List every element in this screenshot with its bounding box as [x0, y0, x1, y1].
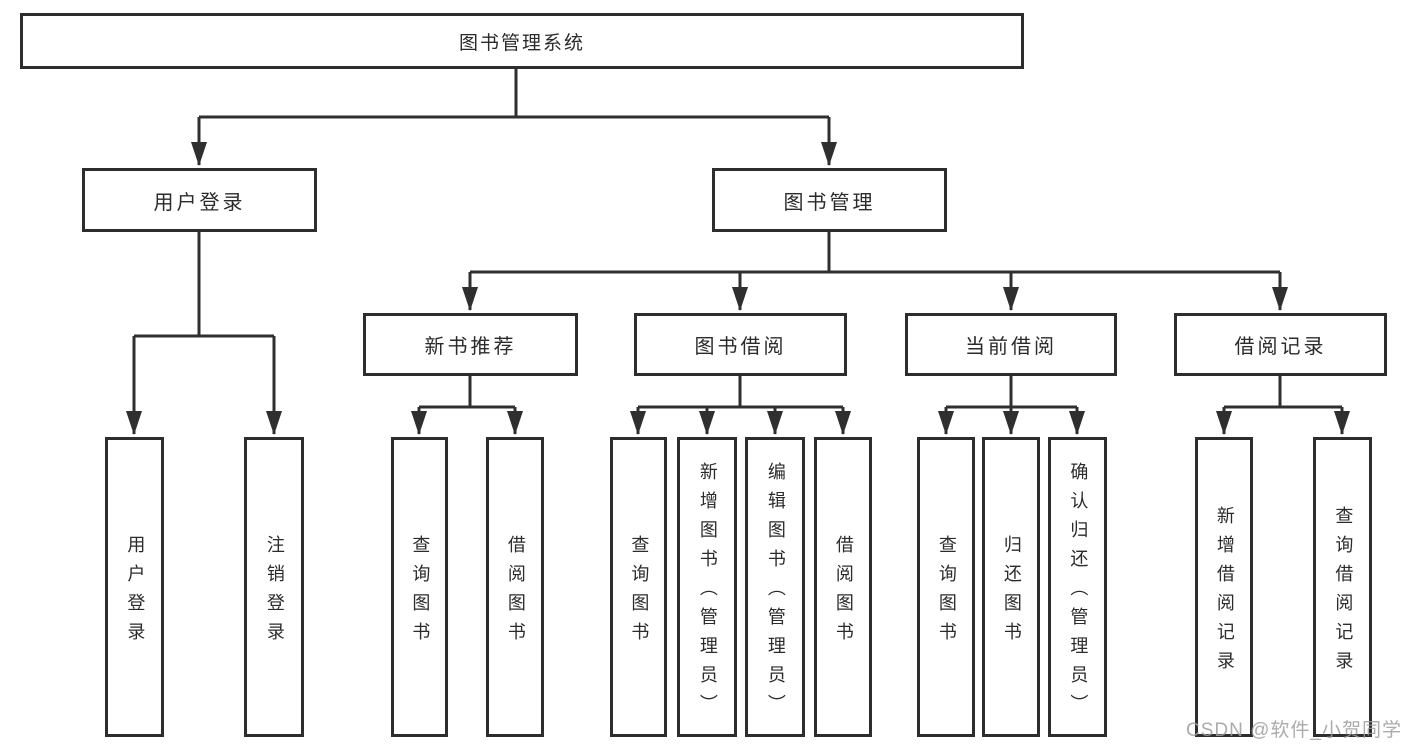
leaf-add-borrow-record: 新增借阅记录 [1195, 437, 1253, 737]
leaf-query-borrow-record: 查询借阅记录 [1313, 437, 1372, 737]
connector-book-mgmt-to-level3 [462, 232, 1288, 311]
connector-root-to-level2 [191, 69, 837, 166]
node-label: 注销登录 [264, 534, 285, 651]
watermark-csdn: CSDN @软件_小贺同学 [1186, 720, 1402, 741]
node-label: 新增图书（管理员） [697, 462, 718, 723]
node-label: 用户登录 [153, 191, 246, 214]
node-new-book-recommendation: 新书推荐 [363, 313, 578, 376]
leaf-borrow-books-newbook: 借阅图书 [486, 437, 544, 737]
node-label: 确认归还（管理员） [1068, 462, 1089, 723]
node-book-management: 图书管理 [712, 168, 947, 232]
node-label: 新书推荐 [424, 336, 517, 358]
node-label: 查询图书 [936, 534, 957, 651]
leaf-return-books: 归还图书 [982, 437, 1040, 737]
node-label: 图书管理系统 [458, 32, 585, 54]
node-label: 当前借阅 [965, 336, 1057, 358]
leaf-query-books-newbook: 查询图书 [391, 437, 448, 737]
leaf-query-books-borrowing: 查询图书 [610, 437, 667, 737]
node-label: 图书借阅 [694, 336, 787, 358]
connector-current-borrow-children [938, 376, 1085, 435]
node-label: 编辑图书（管理员） [765, 462, 786, 723]
node-label: 借阅图书 [505, 534, 526, 651]
node-book-borrowing: 图书借阅 [634, 313, 847, 376]
node-label: 借阅图书 [833, 534, 854, 651]
node-borrowing-records: 借阅记录 [1174, 313, 1387, 376]
leaf-logout-login: 注销登录 [244, 437, 304, 737]
node-label: 查询图书 [410, 534, 431, 651]
node-user-login: 用户登录 [82, 168, 317, 232]
node-label: 用户登录 [125, 534, 146, 651]
connector-user-login-children [126, 232, 282, 435]
node-label: 图书管理 [783, 191, 876, 214]
node-current-borrowing: 当前借阅 [905, 313, 1117, 376]
leaf-user-login: 用户登录 [105, 437, 164, 737]
node-label: 归还图书 [1001, 534, 1022, 651]
node-library-system: 图书管理系统 [20, 13, 1024, 69]
leaf-borrow-books-borrowing: 借阅图书 [814, 437, 872, 737]
node-label: 查询借阅记录 [1333, 505, 1354, 680]
leaf-edit-books-admin: 编辑图书（管理员） [745, 437, 805, 737]
node-label: 新增借阅记录 [1214, 505, 1235, 680]
connector-book-borrow-children [630, 376, 851, 435]
node-label: 借阅记录 [1234, 336, 1327, 358]
leaf-confirm-return-admin: 确认归还（管理员） [1048, 437, 1107, 737]
leaf-add-books-admin: 新增图书（管理员） [677, 437, 737, 737]
leaf-query-books-current: 查询图书 [917, 437, 975, 737]
connector-new-book-children [411, 376, 523, 435]
node-label: 查询图书 [629, 534, 650, 651]
connector-borrow-record-children [1216, 376, 1350, 435]
